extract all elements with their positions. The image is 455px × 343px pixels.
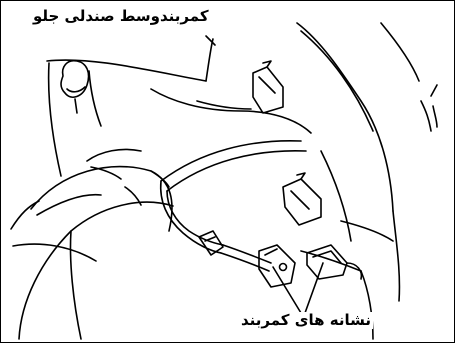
belt-tongue-plate [259,245,295,287]
center-belt-front-seat-label: کمربندوسط صندلی جلو [31,8,211,25]
left-seat-back [47,60,206,176]
right-seat-back [297,23,437,301]
belt-adjuster-clip [199,231,223,255]
rear-belt-buckle [253,61,283,113]
left-headrest-post [61,61,89,113]
belt-marks-label: نشانه های کمربند [239,312,373,329]
middle-belt-buckle [283,173,321,225]
left-seat-cushion [11,149,172,261]
center-console [151,36,311,133]
belt-buckle-receptacle [307,245,361,279]
left-belt-anchor [91,167,141,205]
seat-cushion-front [19,202,173,339]
belt-mark-leader-lines [273,263,323,313]
